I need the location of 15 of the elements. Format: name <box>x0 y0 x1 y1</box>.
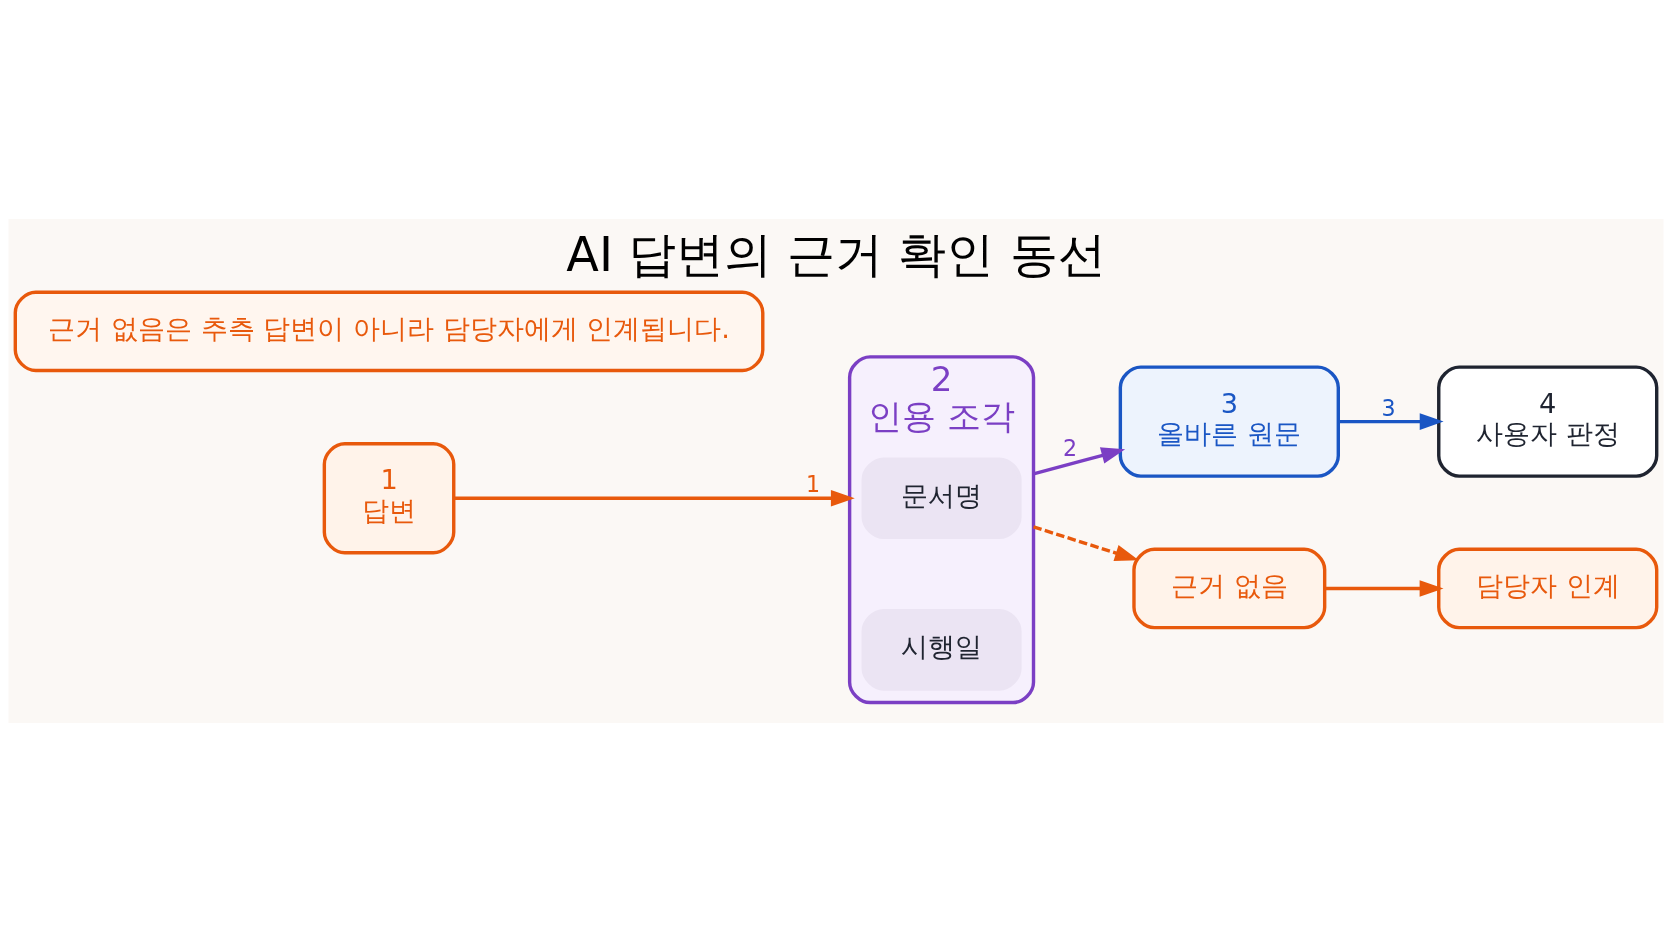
arrow <box>1324 579 1444 597</box>
diagram-title: AI 답변의 근거 확인 동선 <box>566 226 1106 282</box>
node-box: 3 올바른 원문 <box>1118 364 1340 478</box>
arrow <box>1033 524 1139 561</box>
arrow <box>454 489 855 507</box>
node-box: 담당자 인계 <box>1437 547 1659 629</box>
node-box: 근거 없음 <box>1132 547 1327 629</box>
arrow <box>1338 412 1444 430</box>
node-box: 4 사용자 판정 <box>1437 364 1659 478</box>
arrow <box>1033 446 1126 476</box>
edge-label: 3 <box>1381 393 1396 420</box>
edge-label: 1 <box>805 470 821 497</box>
node-box: 근거 없음은 추측 답변이 아니라 담당자에게 인계됩니다. <box>13 290 765 372</box>
node-box: 1 답변 <box>322 441 456 554</box>
edge-label: 2 <box>1063 434 1078 461</box>
